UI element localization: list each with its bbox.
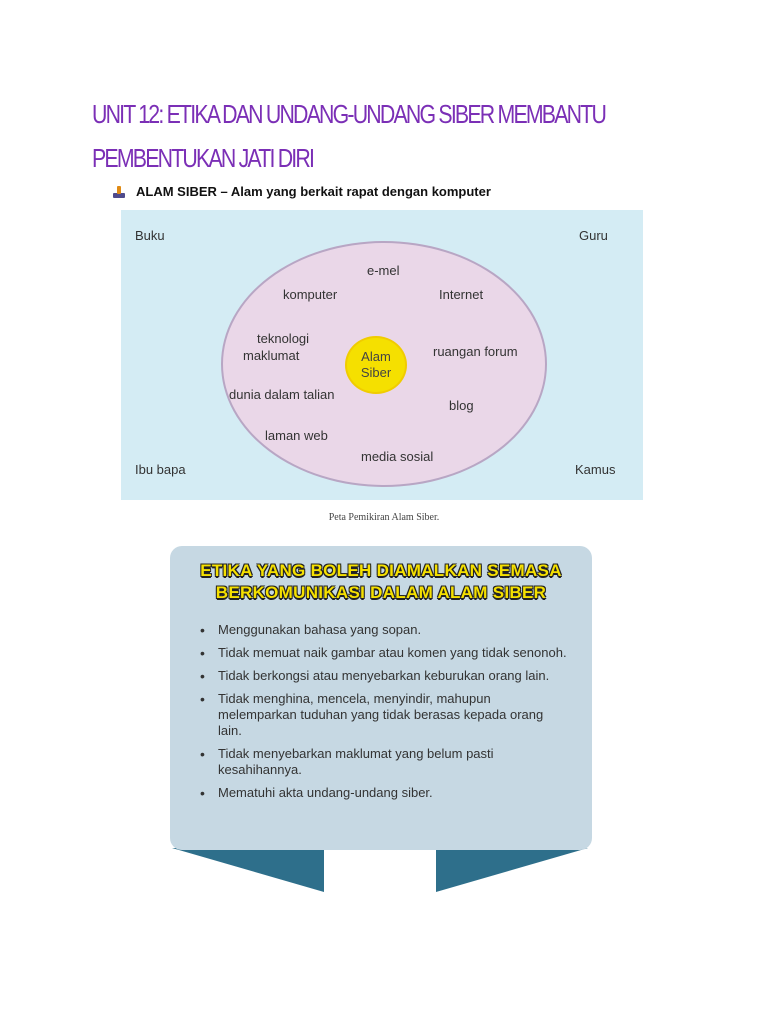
ethics-title-line-1: ETIKA YANG BOLEH DIAMALKAN SEMASA [200,561,562,580]
corner-ibu-bapa: Ibu bapa [135,462,186,477]
figure-caption: Peta Pemikiran Alam Siber. [328,512,440,523]
node-internet: Internet [439,287,484,302]
corner-kamus: Kamus [575,462,616,477]
list-item: Menggunakan bahasa yang sopan. [198,622,568,638]
corner-guru: Guru [579,228,608,243]
ethics-title-line-2: BERKOMUNIKASI DALAM ALAM SIBER [215,583,547,602]
list-item: Mematuhi akta undang-undang siber. [198,785,568,801]
node-teknologi-line-1: teknologi [257,331,310,346]
node-dunia-dalam-talian: dunia dalam talian [229,387,335,402]
ribbon-bullet-icon [112,185,126,199]
corner-buku: Buku [135,228,165,243]
ribbon-tail-left [172,848,324,892]
heading-line-1: UNIT 12: ETIKA DAN UNDANG-UNDANG SIBER M… [92,99,607,129]
center-line-2: Siber [360,365,392,380]
ribbon-tail-right [436,848,588,892]
center-line-1: Alam [361,349,391,364]
heading-line-2: PEMBENTUKAN JATI DIRI [92,143,315,173]
ethics-list: Menggunakan bahasa yang sopan. Tidak mem… [198,622,568,808]
list-item: Tidak memuat naik gambar atau komen yang… [198,645,568,661]
node-teknologi-line-2: maklumat [243,348,300,363]
node-komputer: komputer [283,287,338,302]
node-media-sosial: media sosial [361,449,434,464]
node-ruangan-forum: ruangan forum [433,344,518,359]
node-blog: blog [449,398,474,413]
node-emel: e-mel [367,263,400,278]
page-heading: UNIT 12: ETIKA DAN UNDANG-UNDANG SIBER M… [92,92,607,180]
mind-map-figure: Buku Guru Ibu bapa Kamus Alam Siber e-me… [121,210,643,500]
list-item: Tidak menyebarkan maklumat yang belum pa… [198,746,568,778]
ethics-title: ETIKA YANG BOLEH DIAMALKAN SEMASA BERKOM… [190,560,572,604]
list-item: Tidak berkongsi atau menyebarkan keburuk… [198,668,568,684]
node-laman-web: laman web [265,428,328,443]
intro-bullet: ALAM SIBER – Alam yang berkait rapat den… [112,184,491,199]
center-node: Alam Siber [345,336,407,394]
ethics-card: ETIKA YANG BOLEH DIAMALKAN SEMASA BERKOM… [170,546,592,850]
node-teknologi: teknologi maklumat [243,330,309,364]
list-item: Tidak menghina, mencela, menyindir, mahu… [198,691,568,739]
intro-text: ALAM SIBER – Alam yang berkait rapat den… [136,184,491,199]
